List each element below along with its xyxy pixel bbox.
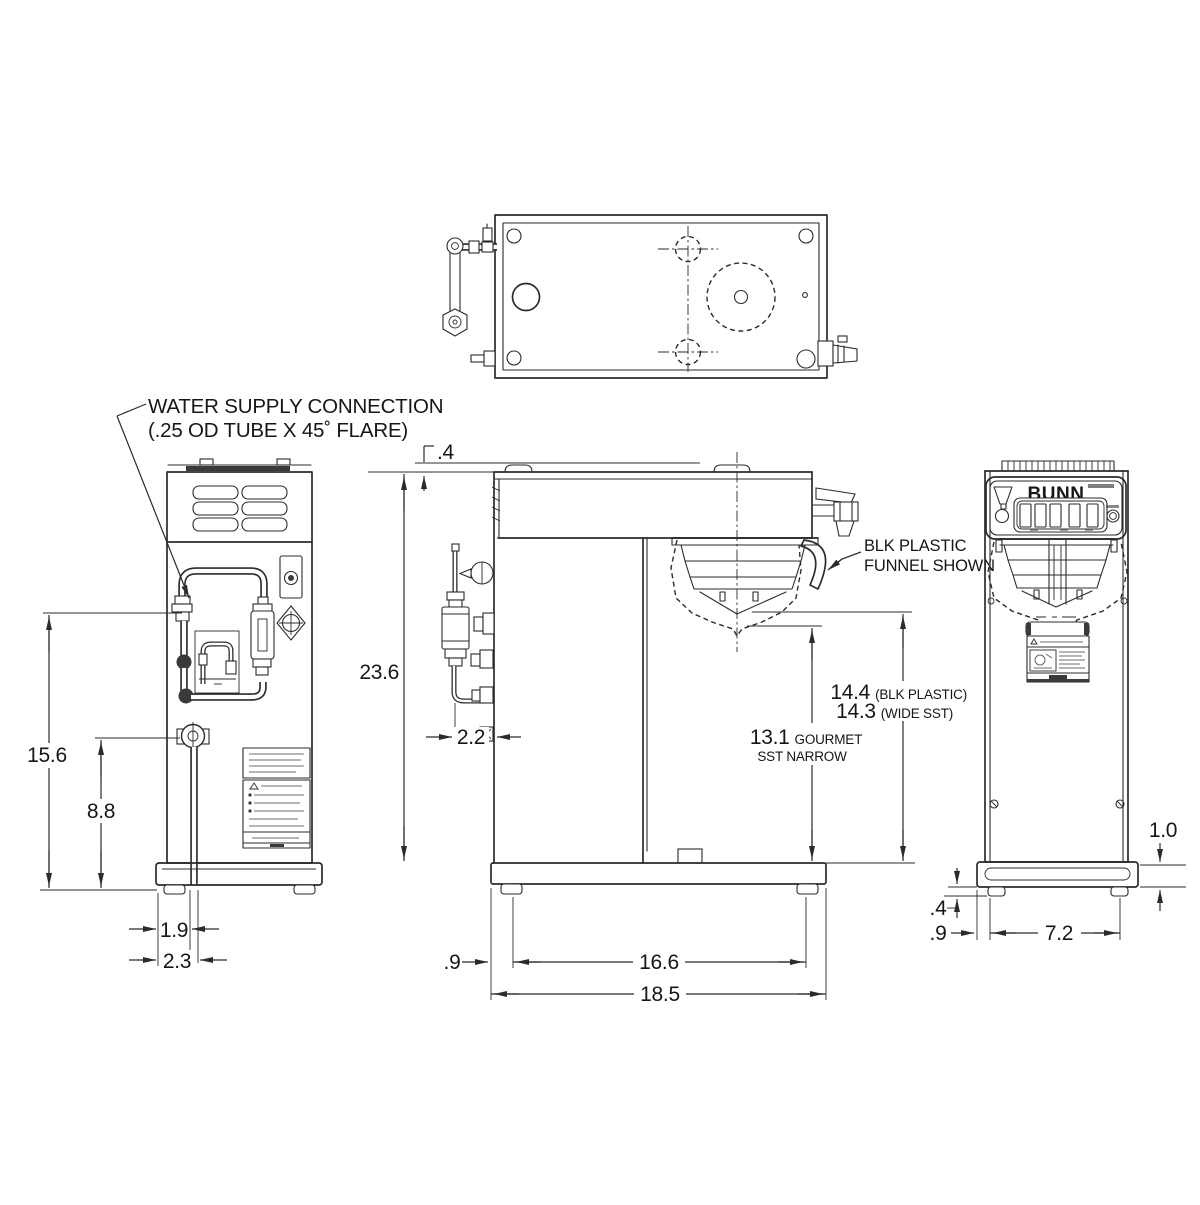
rating-label — [242, 747, 311, 849]
dim-side-lid-offset: .4 — [437, 441, 455, 464]
screw — [989, 799, 999, 809]
lid-bump — [504, 464, 533, 473]
dim-front-foot-span: 7.2 — [1045, 922, 1073, 945]
sight-glass — [250, 596, 275, 676]
warmer-switch — [1068, 503, 1081, 528]
control-panel: BUNN — [985, 476, 1127, 540]
funnel-side-view — [670, 452, 827, 652]
corner-hole — [798, 228, 814, 244]
funnel-icon — [993, 486, 1013, 505]
water-supply-label-line1: WATER SUPPLY CONNECTION — [148, 395, 443, 418]
rear-view — [155, 458, 323, 895]
water-supply-label-line2: (.25 OD TUBE X 45˚ FLARE) — [148, 419, 408, 442]
water-inlet-fitting-top — [442, 223, 497, 337]
vent-louvers — [192, 485, 288, 532]
bracket-assembly — [194, 630, 240, 694]
rear-plumbing-side — [441, 543, 495, 742]
corner-hole — [506, 228, 522, 244]
foot — [796, 883, 819, 895]
dim-front-foot-height: .4 — [930, 897, 948, 920]
side-view — [441, 452, 859, 895]
model-text-mark — [1088, 484, 1114, 488]
warmer-switch — [1086, 503, 1099, 528]
supply-tube-arch — [178, 567, 268, 612]
screw — [1115, 799, 1125, 809]
water-supply-connection-fitting — [171, 595, 267, 704]
rear-view-dimensions: 15.6 8.8 1.9 2.3 — [26, 612, 227, 973]
lid — [1001, 460, 1115, 472]
dim-rear-tube-offset2: 2.3 — [163, 950, 191, 973]
switch-plate — [279, 555, 303, 599]
flare-nut — [442, 308, 468, 337]
funnel-front-view — [987, 538, 1128, 637]
warmer-switch — [1019, 503, 1032, 528]
dim-side-foot-span: 16.6 — [639, 951, 679, 974]
base — [976, 861, 1139, 888]
start-button — [994, 508, 1010, 524]
funnel-note-line1: BLK PLASTIC — [864, 537, 967, 555]
dim-side-funnel-clearance: 14.4(BLK PLASTIC) — [830, 681, 967, 704]
tank-outline — [706, 262, 776, 332]
drain-fitting — [176, 722, 210, 885]
dim-side-overall-depth: 18.5 — [640, 983, 680, 1006]
top-view — [442, 214, 858, 379]
lid-bump — [713, 464, 751, 473]
foot — [500, 883, 523, 895]
faucet-side-view — [811, 487, 859, 537]
dim-side-overall-height: 23.6 — [359, 661, 399, 684]
dim-side-gourmet2: SST NARROW — [757, 749, 847, 764]
faucet-top-view — [817, 335, 858, 367]
water-supply-callout: WATER SUPPLY CONNECTION (.25 OD TUBE X 4… — [116, 395, 444, 599]
front-view: BUNN — [976, 460, 1139, 897]
foot — [163, 884, 186, 895]
dim-rear-connection-height: 8.8 — [87, 800, 115, 823]
rear-fitting-tab — [483, 350, 496, 367]
dim-rear-overall-height: 15.6 — [27, 744, 67, 767]
corner-hole — [506, 350, 522, 366]
funnel-handle — [800, 539, 827, 590]
foot — [987, 886, 1006, 897]
dim-side-funnel-clearance2: 14.3(WIDE SST) — [836, 700, 953, 723]
cord-tab — [677, 848, 703, 864]
base — [490, 862, 827, 885]
warmer-switch — [1049, 503, 1062, 528]
dim-rear-tube-offset: 1.9 — [160, 919, 188, 942]
base — [155, 862, 323, 886]
dim-front-foot-inset: .9 — [930, 922, 947, 945]
vent-hole — [511, 282, 541, 312]
brew-button — [1106, 509, 1120, 523]
foot — [293, 884, 316, 895]
warning-label — [1026, 635, 1090, 683]
dim-side-rear-clearance: 2.2 — [457, 726, 485, 749]
funnel-note-callout: BLK PLASTIC FUNNEL SHOWN — [827, 537, 995, 575]
front-view-dimensions: 1.0 .4 .9 7.2 — [930, 819, 1186, 945]
dim-side-foot-inset: .9 — [444, 951, 461, 974]
cross-fitting — [276, 605, 306, 641]
dim-front-base-height: 1.0 — [1149, 819, 1177, 842]
side-view-dimensions: .4 23.6 2.2 14.4(BLK PLASTIC) 14.3(WIDE … — [359, 441, 970, 1006]
corner-hole — [796, 349, 816, 369]
funnel-note-line2: FUNNEL SHOWN — [864, 557, 995, 575]
foot — [1110, 886, 1129, 897]
warmer-switch — [1034, 503, 1047, 528]
